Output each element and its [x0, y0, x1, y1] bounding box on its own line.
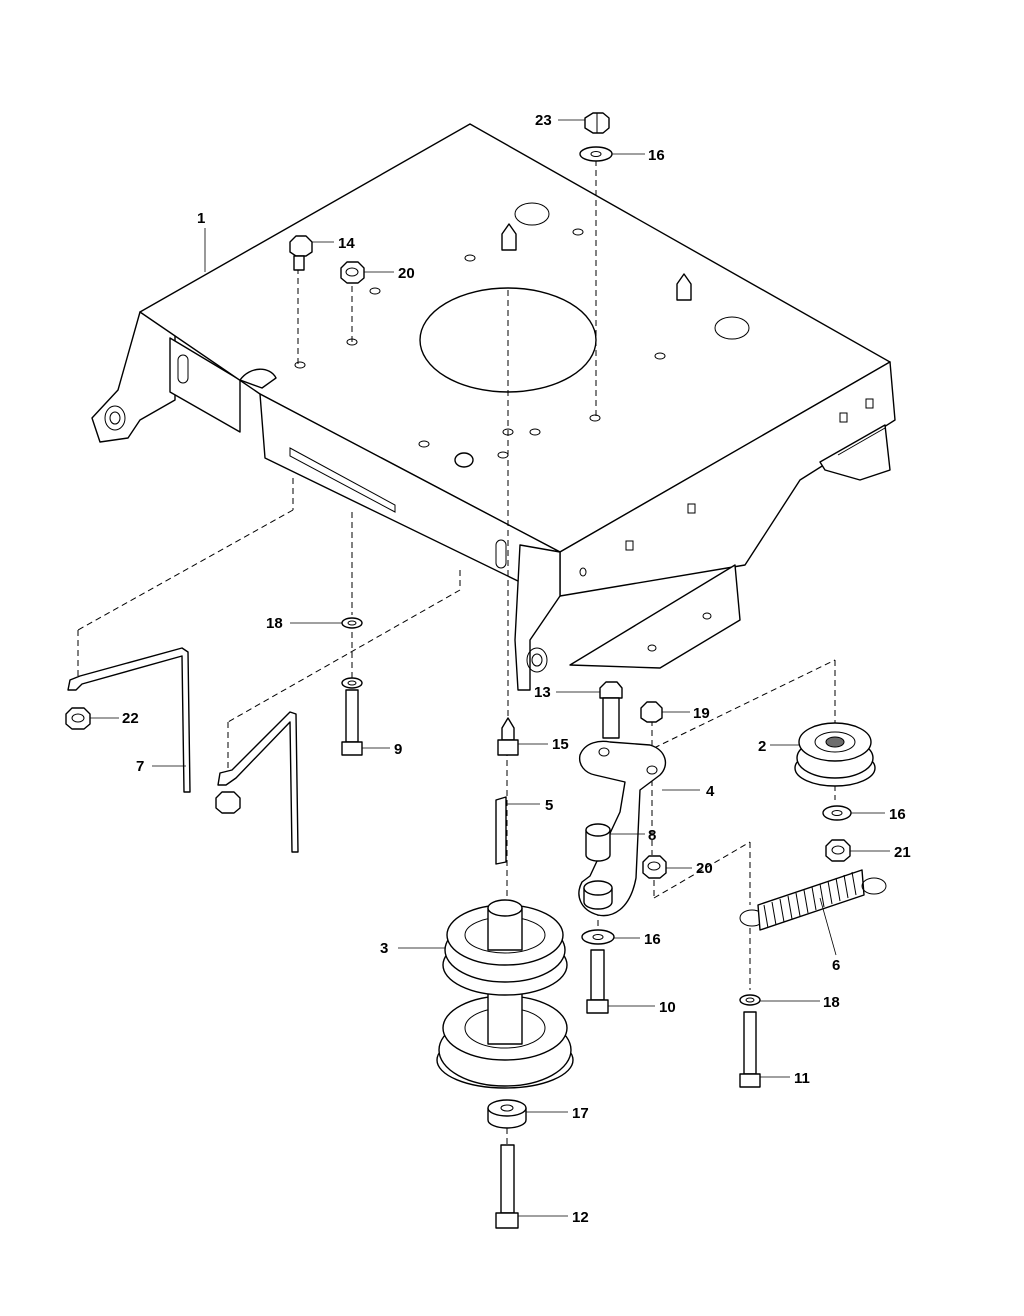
part-17-spacer: [487, 1099, 527, 1129]
part-20-nut-arm: [642, 855, 667, 879]
part-23-nut: [584, 112, 610, 134]
part-7-rod-left: [67, 647, 191, 793]
callout-11: 11: [794, 1070, 810, 1087]
callout-7: 7: [136, 758, 144, 775]
callout-16-top: 16: [648, 147, 665, 164]
callout-23: 23: [535, 112, 552, 129]
callout-1: 1: [197, 210, 205, 227]
callout-15: 15: [552, 736, 569, 753]
part-20-nut-top: [340, 261, 365, 284]
part-19-nut: [640, 701, 663, 723]
callout-2: 2: [758, 738, 766, 755]
callout-20-arm: 20: [696, 860, 713, 877]
part-13-bolt: [599, 681, 623, 739]
part-10-bolt: [586, 949, 609, 1014]
callout-20-top: 20: [398, 265, 415, 282]
part-2-idler-pulley: [794, 722, 876, 787]
callout-18-right: 18: [823, 994, 840, 1011]
callout-17: 17: [572, 1105, 589, 1122]
callout-10: 10: [659, 999, 676, 1016]
part-5-key: [495, 796, 507, 865]
part-16-washer-top: [579, 146, 613, 162]
part-12-bolt: [495, 1144, 519, 1229]
frame-plate: [91, 123, 896, 691]
part-21-nut: [825, 839, 851, 862]
callouts: 1 23 16 14 20 18 9 22 7 15 5 3 17 12 13 …: [122, 112, 911, 1226]
part-18-washer-right: [739, 994, 761, 1006]
callout-16-middle: 16: [644, 931, 661, 948]
callout-21: 21: [894, 844, 911, 861]
part-6-spring: [739, 869, 887, 931]
callout-16-right: 16: [889, 806, 906, 823]
callout-22: 22: [122, 710, 139, 727]
part-16-washer-middle: [581, 929, 615, 945]
part-22-nut: [65, 707, 91, 730]
callout-5: 5: [545, 797, 553, 814]
part-3-pulley: [436, 899, 574, 1089]
part-7-rod-right: [215, 711, 299, 853]
callout-6: 6: [832, 957, 840, 974]
callout-13: 13: [534, 684, 551, 701]
part-11-bolt: [739, 1011, 761, 1088]
callout-12: 12: [572, 1209, 589, 1226]
part-16-washer-right: [822, 805, 852, 821]
callout-3: 3: [380, 940, 388, 957]
part-9-bolt: [341, 689, 363, 756]
leader-lines: [90, 119, 890, 1217]
callout-9: 9: [394, 741, 402, 758]
callout-19: 19: [693, 705, 710, 722]
callout-4: 4: [706, 783, 715, 800]
part-14-bolt: [289, 235, 313, 271]
part-15-pin: [497, 717, 519, 756]
callout-14: 14: [338, 235, 355, 252]
part-4-idler-arm: [578, 740, 667, 917]
callout-8: 8: [648, 827, 656, 844]
part-18-washer-lower: [341, 677, 363, 689]
callout-18-left: 18: [266, 615, 283, 632]
part-18-washer-upper: [341, 617, 363, 629]
part-8-spacer: [583, 823, 613, 910]
